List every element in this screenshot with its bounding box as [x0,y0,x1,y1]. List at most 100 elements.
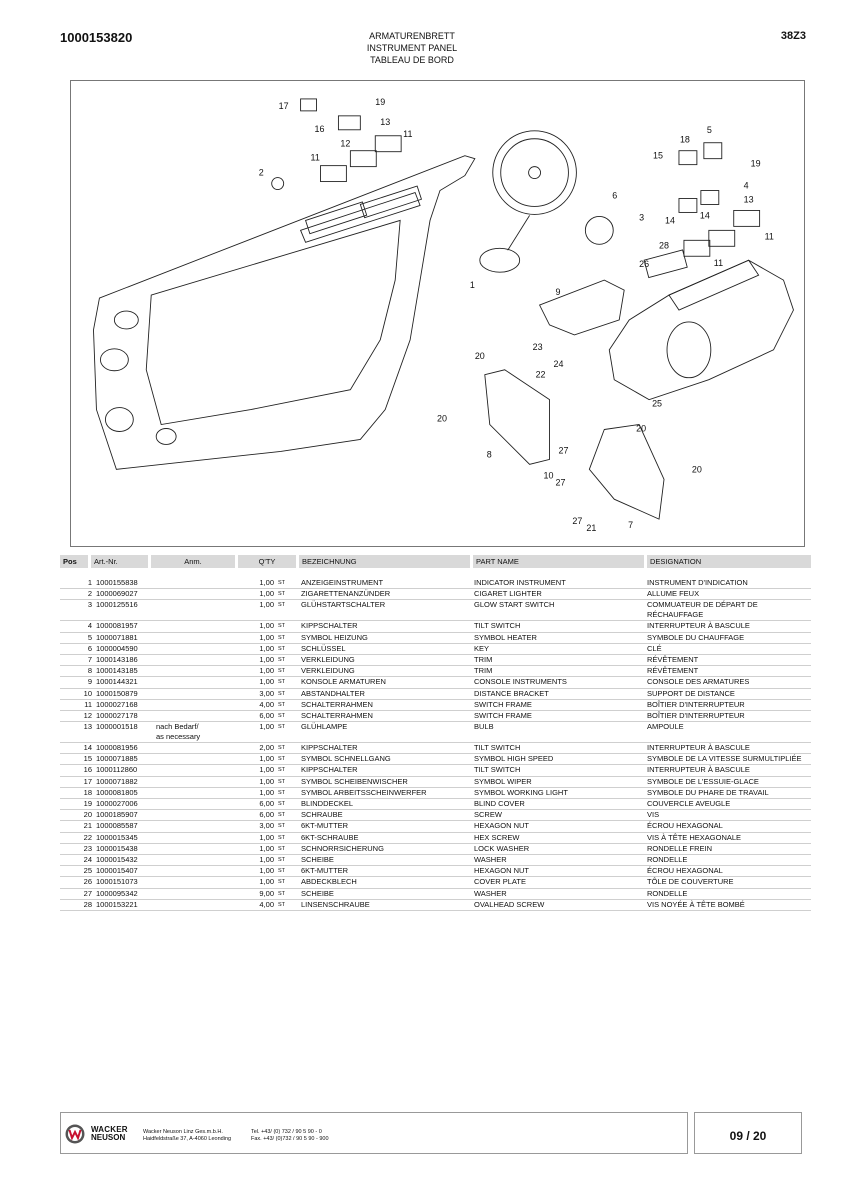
cell-pos: 6 [87,643,92,653]
trim-7 [588,424,665,520]
cell-en: TILT SWITCH [474,765,521,775]
cell-en: GLOW START SWITCH [474,600,555,610]
cell-pos: 21 [83,821,92,831]
cell-art: 1000125516 [96,600,138,610]
cell-art: 1000085587 [96,821,138,831]
cell-fr: INTERRUPTEUR À BASCULE [647,765,750,775]
cell-fr: INSTRUMENT D'INDICATION [647,578,748,587]
symbol-18 [678,150,698,166]
cell-en: WASHER [474,854,507,864]
cell-pos: 25 [83,866,92,876]
wacker-neuson-logo-icon [65,1124,85,1144]
callout-22: 22 [536,370,546,380]
cell-de: KIPPSCHALTER [301,765,358,775]
cell-unit: ST [278,890,286,897]
callout-1: 1 [470,280,475,290]
cell-unit: ST [278,789,286,796]
cell-qty: 1,00 [259,578,274,587]
callout-15: 15 [653,151,663,161]
callout-labels: 17 19 13 16 11 12 11 2 5 18 19 15 4 6 13… [259,97,774,533]
cell-qty: 1,00 [259,677,274,687]
callout-18: 18 [680,135,690,145]
cell-pos: 26 [83,877,92,887]
cell-anm-line2: as necessary [156,732,201,742]
cell-art: 1000027006 [96,799,138,808]
cell-fr: VIS NOYÉE À TÊTE BOMBÉ [647,899,745,909]
frame-11-a [320,165,347,183]
cell-art: 1000004590 [96,643,138,653]
panel-slot-1 [305,201,368,235]
cell-art: 1000112860 [96,765,138,775]
cell-en: SCREW [474,810,502,820]
panel-hole-4 [155,428,177,445]
callout-6: 6 [612,190,617,200]
callout-20-a: 20 [475,351,485,361]
cell-de: ABSTANDHALTER [301,688,365,698]
cell-pos: 5 [87,632,92,642]
company-address: Haidfeldstraße 37, A-4060 Leonding [143,1136,232,1142]
callout-10: 10 [544,470,554,480]
cell-qty: 1,00 [259,722,274,732]
cell-fr: CONSOLE DES ARMATURES [647,677,750,687]
cell-qty: 1,00 [259,877,274,887]
cell-fr: SYMBOLE DE L'ESSUIE-GLACE [647,776,759,786]
callout-28: 28 [659,240,669,250]
cell-unit: ST [278,778,286,785]
cell-de: SCHALTERRAHMEN [301,699,373,709]
cell-qty: 3,00 [259,688,274,698]
cell-art: 1000071885 [96,754,138,764]
cell-pos: 12 [83,710,92,720]
cell-de: ABDECKBLECH [301,877,357,887]
company-tel: Tel. +43/ (0) 732 / 90 5 90 - 0 [251,1129,322,1135]
callout-20-d: 20 [692,464,702,474]
cell-art: 1000143185 [96,666,138,676]
cell-en: TILT SWITCH [474,743,521,753]
callout-11-a: 11 [403,129,412,139]
cell-en: HEXAGON NUT [474,866,530,876]
cell-unit: ST [278,690,286,697]
callout-19: 19 [375,97,385,107]
callout-5: 5 [707,125,712,135]
console-top [668,259,760,311]
cell-fr: SYMBOLE DU CHAUFFAGE [647,632,745,642]
cell-en: HEXAGON NUT [474,821,530,831]
cell-qty: 1,00 [259,643,274,653]
cell-unit: ST [278,823,286,830]
panel-hole-1 [113,310,139,330]
cell-unit: ST [278,602,286,609]
cell-pos: 22 [83,832,92,842]
cell-fr: ALLUME FEUX [647,589,700,599]
cell-unit: ST [278,812,286,819]
cell-fr: INTERRUPTEUR À BASCULE [647,621,750,631]
cell-qty: 1,00 [259,654,274,664]
cell-fr: COUVERCLE AVEUGLE [647,799,731,808]
panel-outline [93,155,476,470]
doc-code: 38Z3 [780,30,806,42]
cell-unit: ST [278,801,286,807]
cover-26 [643,249,688,279]
cell-qty: 1,00 [259,854,274,864]
cell-en: SWITCH FRAME [474,699,532,709]
console-dial [666,321,712,379]
cell-unit: ST [278,623,286,630]
cell-fr: VIS [647,810,660,820]
cell-fr: CLÉ [647,643,662,653]
trim-8 [484,369,550,465]
cell-unit: ST [278,845,286,852]
cell-pos: 2 [87,589,92,599]
cell-qty: 1,00 [259,866,274,876]
title-de: ARMATURENBRETT [369,31,455,41]
callout-25: 25 [652,399,662,409]
brand-line1: WACKER [91,1125,128,1134]
gauge-center [528,166,542,180]
frame-12-b [683,239,711,257]
